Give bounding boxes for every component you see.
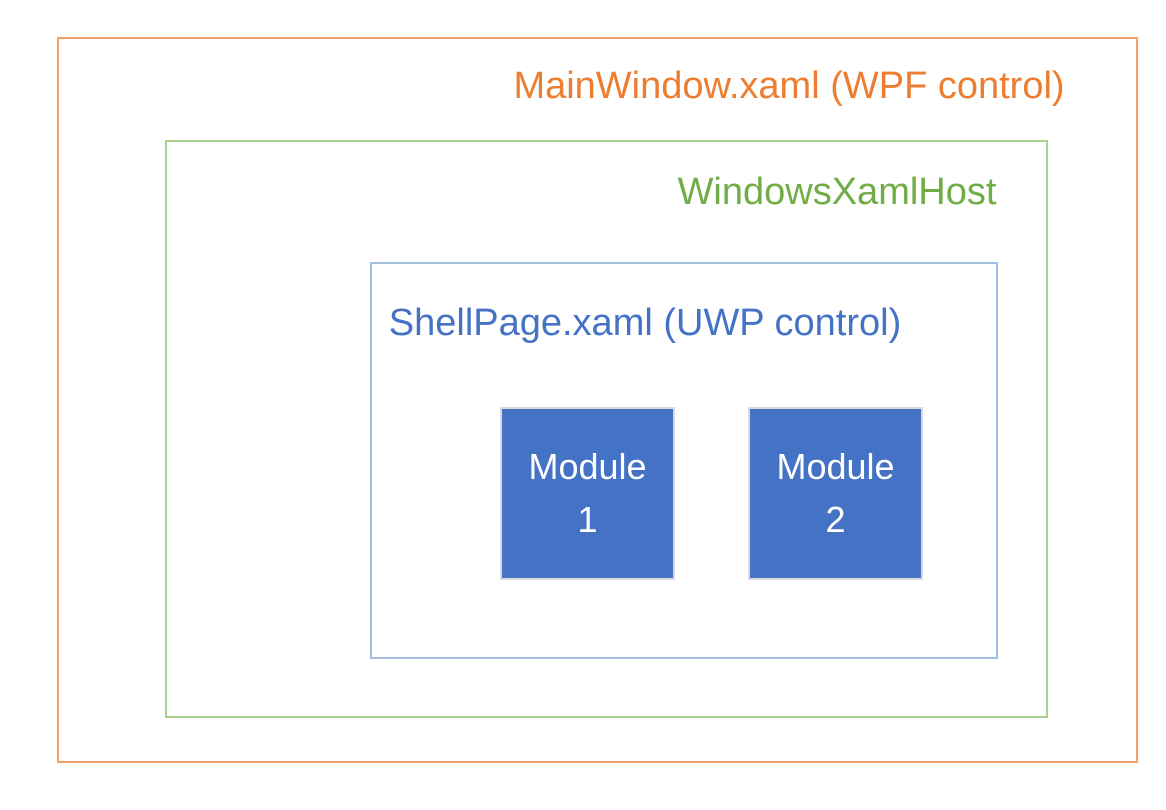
- shellpage-uwp-box: [370, 262, 998, 659]
- module-2-label-line2: 2: [825, 498, 846, 540]
- module-1-label-line2: 1: [577, 498, 598, 540]
- module-2-box: Module 2: [748, 407, 923, 580]
- mainwindow-wpf-label: MainWindow.xaml (WPF control): [513, 65, 1065, 107]
- windowsxamlhost-label: WindowsXamlHost: [677, 171, 997, 213]
- module-1-box: Module 1: [500, 407, 675, 580]
- mainwindow-wpf-box: [57, 37, 1138, 763]
- module-1-label-line1: Module: [528, 446, 647, 488]
- module-2-label-line1: Module: [776, 446, 895, 488]
- shellpage-uwp-label: ShellPage.xaml (UWP control): [388, 302, 902, 344]
- windowsxamlhost-box: [165, 140, 1048, 718]
